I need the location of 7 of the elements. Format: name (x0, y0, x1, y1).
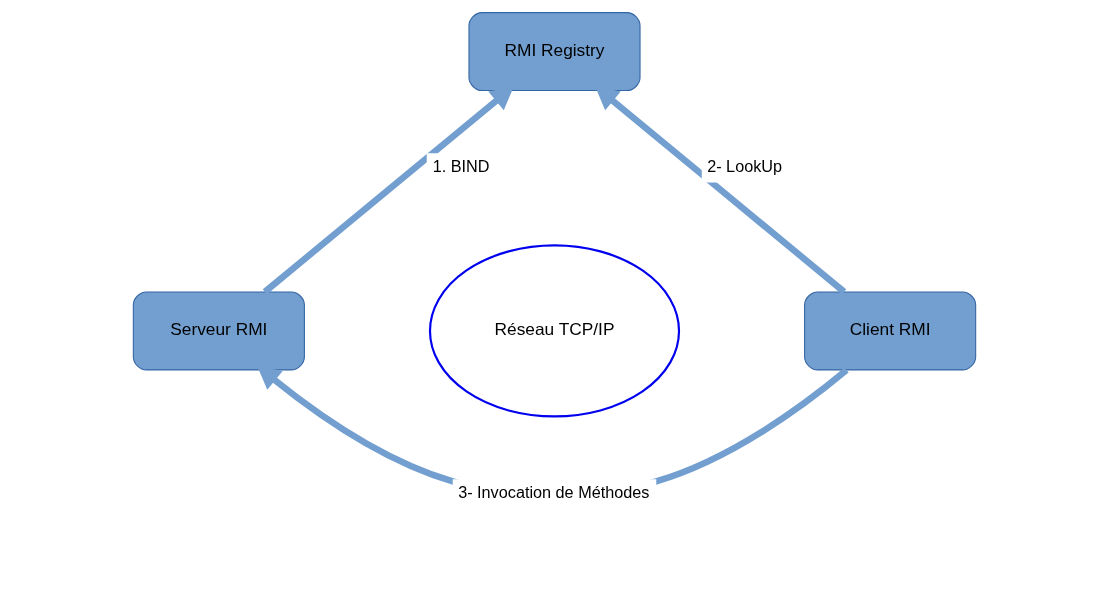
node-box: Client RMI (803, 291, 976, 371)
edge-label: 1. BIND (432, 157, 490, 176)
edge-label: 3- Invocation de Méthodes (457, 483, 649, 502)
node-box: RMI Registry (467, 12, 641, 92)
node-ellipse: Réseau TCP/IP (428, 244, 680, 418)
edge-label: 2- LookUp (706, 157, 782, 176)
node-box: Serveur RMI (132, 291, 305, 371)
